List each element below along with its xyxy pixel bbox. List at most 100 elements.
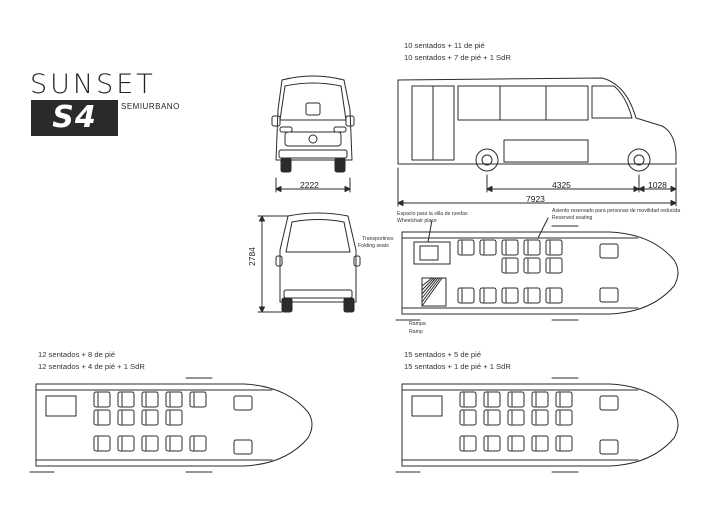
side-panel bbox=[503, 139, 589, 163]
passenger-seat bbox=[117, 435, 135, 452]
passenger-seat bbox=[165, 409, 183, 426]
passenger-seat bbox=[507, 391, 525, 408]
dim-rear-overhang: 1028 bbox=[648, 180, 667, 190]
passenger-seat bbox=[545, 287, 563, 304]
passenger-seat bbox=[93, 391, 111, 408]
driver-seat bbox=[599, 243, 619, 259]
passenger-seat bbox=[501, 257, 519, 274]
side-view bbox=[397, 77, 677, 207]
passenger-seat bbox=[93, 409, 111, 426]
passenger-seat bbox=[555, 435, 573, 452]
mirror-left bbox=[271, 115, 281, 127]
passenger-seat bbox=[141, 391, 159, 408]
rear-bumper bbox=[283, 289, 353, 299]
passenger-seat bbox=[531, 435, 549, 452]
brand-subtitle: SEMIURBANO bbox=[121, 102, 180, 111]
passenger-seat bbox=[483, 391, 501, 408]
reserved-label-es: Asiento reservado para personas de movil… bbox=[552, 208, 681, 214]
passenger-seat bbox=[501, 287, 519, 304]
dim-width: 2222 bbox=[300, 180, 319, 190]
passenger-seat bbox=[141, 435, 159, 452]
dim-length: 7923 bbox=[526, 194, 545, 204]
reserved-leader bbox=[537, 217, 549, 239]
passenger-seat bbox=[165, 391, 183, 408]
wheelchair-label-en: Wheelchair place bbox=[397, 218, 437, 224]
passenger-seat bbox=[189, 435, 207, 452]
passenger-seat bbox=[117, 391, 135, 408]
ramp-label-en: Ramp bbox=[409, 329, 423, 335]
config-top-line1: 10 sentados + 11 de pié bbox=[404, 41, 485, 50]
passenger-seat bbox=[523, 257, 541, 274]
wheelchair-label-es: Espacio para la silla de ruedas bbox=[397, 211, 468, 217]
wheelchair-leader bbox=[427, 219, 433, 243]
headlight-left bbox=[279, 126, 293, 133]
front-view bbox=[271, 75, 355, 193]
passenger-seat bbox=[555, 409, 573, 426]
passenger-seat bbox=[165, 435, 183, 452]
bus-outline bbox=[35, 383, 313, 467]
grille bbox=[284, 131, 342, 147]
passenger-seat bbox=[545, 257, 563, 274]
ramp-hatch bbox=[421, 277, 447, 307]
folding-label-en: Folding seats bbox=[358, 243, 389, 249]
passenger-seat bbox=[479, 287, 497, 304]
passenger-seat bbox=[523, 287, 541, 304]
passenger-seat bbox=[501, 239, 519, 256]
passenger-seat bbox=[117, 409, 135, 426]
passenger-seat bbox=[457, 287, 475, 304]
wheelbase-dimension-line bbox=[486, 186, 640, 192]
front-wheel-right bbox=[334, 157, 346, 173]
driver-seat-icon bbox=[305, 102, 321, 116]
length-dimension-line bbox=[397, 200, 677, 206]
passenger-seat bbox=[479, 239, 497, 256]
model-badge: S4 bbox=[31, 100, 118, 136]
passenger-seat bbox=[459, 391, 477, 408]
dim-height: 2784 bbox=[247, 247, 257, 266]
rear-wheel bbox=[475, 148, 499, 172]
driver-seat bbox=[599, 395, 619, 411]
windshield bbox=[279, 82, 347, 121]
wheelchair-area bbox=[413, 241, 451, 265]
passenger-seat bbox=[545, 239, 563, 256]
config-bottom-left-line1: 12 sentados + 8 de pié bbox=[38, 350, 116, 359]
front-wheel bbox=[627, 148, 651, 172]
passenger-seat bbox=[457, 239, 475, 256]
side-body bbox=[397, 77, 677, 165]
overhang-dimension-line bbox=[638, 186, 677, 192]
brand-emblem-icon bbox=[308, 134, 318, 144]
height-dimension-line bbox=[259, 215, 265, 313]
passenger-seat bbox=[507, 435, 525, 452]
passenger-seat bbox=[93, 435, 111, 452]
headlight-right bbox=[333, 126, 347, 133]
side-windows bbox=[457, 85, 589, 121]
dim-wheelbase: 4325 bbox=[552, 180, 571, 190]
width-dimension-line bbox=[275, 186, 351, 192]
passenger-seat bbox=[459, 435, 477, 452]
rear-bench bbox=[45, 395, 77, 417]
passenger-seat bbox=[189, 391, 207, 408]
brand-name: SUNSET bbox=[30, 69, 156, 100]
front-passenger-seat bbox=[599, 439, 619, 455]
folding-seats bbox=[419, 245, 439, 261]
passenger-seat bbox=[483, 409, 501, 426]
floor-plan-top bbox=[395, 217, 679, 321]
cab-window bbox=[591, 85, 633, 119]
driver-seat bbox=[233, 395, 253, 411]
rear-view bbox=[257, 212, 361, 313]
reserved-label-en: Reserved seating bbox=[552, 215, 593, 221]
front-passenger-seat bbox=[599, 287, 619, 303]
passenger-seat bbox=[483, 435, 501, 452]
rear-bench bbox=[411, 395, 443, 417]
passenger-seat bbox=[555, 391, 573, 408]
ramp-label-es: Rampa bbox=[409, 321, 426, 327]
bus-outline bbox=[401, 231, 679, 315]
passenger-seat bbox=[141, 409, 159, 426]
passenger-seat bbox=[459, 409, 477, 426]
folding-label-es: Transportines bbox=[362, 236, 394, 242]
rear-window bbox=[285, 219, 351, 253]
passenger-seat bbox=[523, 239, 541, 256]
bumper bbox=[278, 149, 348, 159]
front-passenger-seat bbox=[233, 439, 253, 455]
passenger-seat bbox=[531, 409, 549, 426]
